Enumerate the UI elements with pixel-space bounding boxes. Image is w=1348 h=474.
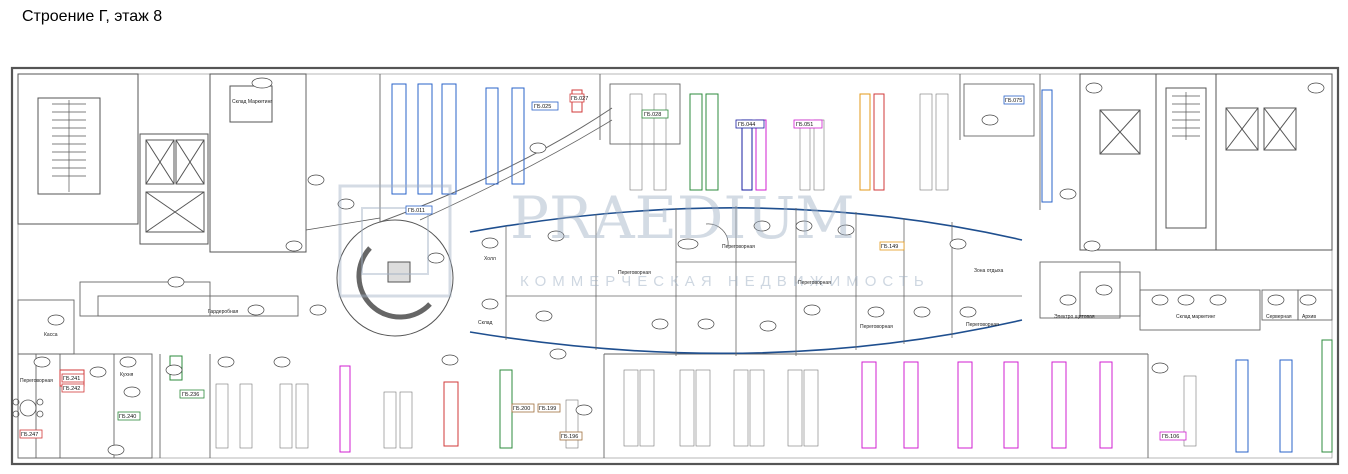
zone-tag-241: ГБ.241	[63, 376, 80, 382]
zone-tag-051: ГБ.051	[796, 122, 813, 128]
building-outline	[10, 66, 1340, 466]
building-inner-outline	[17, 73, 1333, 459]
zone-tag-044: ГБ.044	[738, 122, 755, 128]
label-wardrobe: Гардеробная	[208, 309, 239, 315]
label-meeting-1: Переговорная	[618, 270, 651, 276]
central-meeting-block	[469, 206, 1023, 356]
zone-tags: ГБ.011 ГБ.025 ГБ.027 ГБ.028 ГБ.044 ГБ.05…	[19, 93, 1187, 441]
room-labels: Склад Маркетинг Переговорная Переговорна…	[20, 99, 1316, 384]
zone-tag-200: ГБ.200	[513, 406, 530, 412]
label-meeting-3: Переговорная	[798, 280, 831, 286]
left-core	[17, 73, 307, 253]
watermark-subtitle: КОММЕРЧЕСКАЯ НЕДВИЖИМОСТЬ	[520, 273, 930, 290]
label-storage-marketing-2: Склад маркетинг	[1176, 314, 1216, 320]
zone-tag-028: ГБ.028	[644, 112, 661, 118]
zone-tag-027: ГБ.027	[571, 96, 588, 102]
zone-tag-025: ГБ.025	[534, 104, 551, 110]
label-meeting-5: Переговорная	[966, 322, 999, 328]
workstation-clusters	[59, 83, 1333, 453]
label-meeting-4: Переговорная	[860, 324, 893, 330]
right-core	[1079, 73, 1333, 251]
zone-tag-240: ГБ.240	[119, 414, 136, 420]
zone-tag-236: ГБ.236	[182, 392, 199, 398]
round-table	[12, 398, 44, 418]
zone-tag-242: ГБ.242	[63, 386, 80, 392]
label-server: Серверная	[1266, 314, 1292, 320]
zone-tag-075: ГБ.075	[1005, 98, 1022, 104]
watermark: PRAEDIUM КОММЕРЧЕСКАЯ НЕДВИЖИМОСТЬ	[338, 184, 930, 298]
label-storage: Склад	[478, 320, 493, 326]
zone-tag-247: ГБ.247	[21, 432, 38, 438]
label-lounge: Зона отдыха	[974, 268, 1003, 274]
label-cash-desk: Касса	[44, 332, 58, 338]
zone-tag-011: ГБ.011	[408, 208, 425, 214]
label-meeting-6: Переговорная	[20, 378, 53, 384]
room-markers	[33, 77, 1325, 456]
interior-walls	[17, 74, 1333, 459]
desk-rows	[215, 93, 1197, 449]
label-hall: Холл	[484, 256, 496, 262]
zone-tag-106: ГБ.106	[1162, 434, 1179, 440]
label-electrical: Электро щитовая	[1054, 314, 1095, 320]
label-storage-marketing: Склад Маркетинг	[232, 99, 272, 105]
floor-caption: Строение Г, этаж 8	[22, 8, 163, 25]
label-meeting-2: Переговорная	[722, 244, 755, 250]
zone-tag-149: ГБ.149	[881, 244, 898, 250]
label-archive: Архив	[1302, 314, 1316, 320]
zone-tag-196: ГБ.196	[561, 434, 578, 440]
label-kitchen: Кухня	[120, 372, 134, 378]
watermark-brand: PRAEDIUM	[510, 184, 855, 252]
zone-tag-199: ГБ.199	[539, 406, 556, 412]
